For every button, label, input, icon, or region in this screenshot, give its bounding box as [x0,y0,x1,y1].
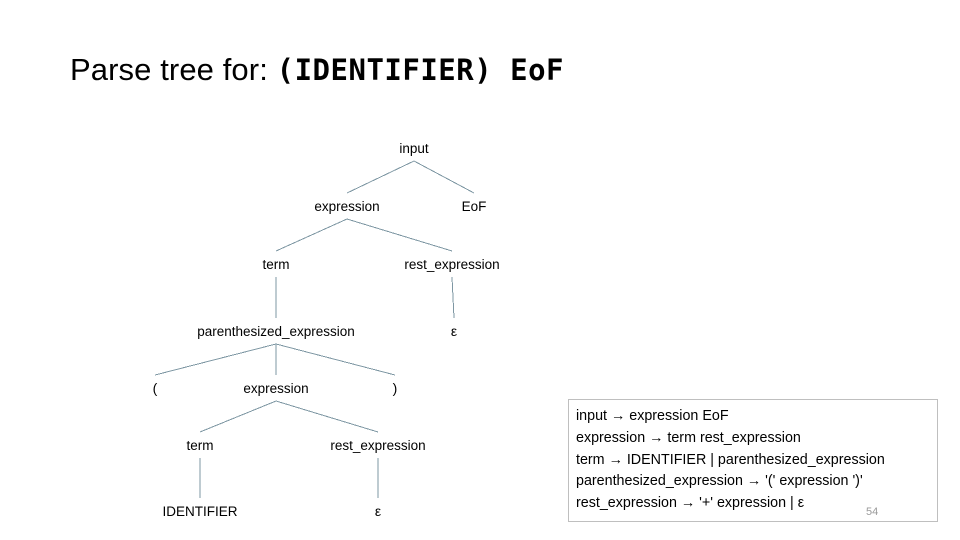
tree-node-term1: term [262,257,290,272]
tree-node-input: input [399,141,429,156]
grammar-rules-box: input → expression EoF expression → term … [568,399,938,522]
tree-node-eps1: ε [450,323,458,339]
grammar-rule-4: parenthesized_expression → '(' expressio… [576,473,863,490]
tree-edge-paren-to-lparen [154,343,277,376]
tree-edge-expression2-to-rest2 [275,400,379,433]
grammar-rule-2: expression → term rest_expression [576,429,801,446]
tree-node-eof: EoF [461,199,487,214]
grammar-rule-5: rest_expression → '+' expression | ε [576,495,805,512]
tree-node-identifier: IDENTIFIER [162,504,238,519]
page-title: Parse tree for: (IDENTIFIER) EoF [70,52,564,88]
tree-node-rest1: rest_expression [404,257,500,272]
tree-edge-paren-to-rparen [275,343,396,376]
tree-edge-rest1-to-eps1 [451,276,455,319]
tree-node-lparen: ( [152,380,158,396]
tree-node-paren: parenthesized_expression [197,324,355,339]
tree-edge-expression2-to-term2 [199,400,277,433]
title-plain-text: Parse tree for: [70,52,277,87]
tree-node-rparen: ) [392,380,398,396]
grammar-rule-3: term → IDENTIFIER | parenthesized_expres… [576,451,885,468]
page-number: 54 [866,506,879,518]
tree-node-expression1: expression [314,199,380,214]
tree-node-rest2: rest_expression [330,438,426,453]
tree-node-term2: term [186,438,214,453]
tree-edge-expression1-to-term1 [275,218,348,252]
tree-node-expression2: expression [243,381,309,396]
grammar-rule-1: input → expression EoF [576,408,729,424]
tree-edge-input-to-expression1 [346,160,415,194]
tree-edge-input-to-eof [413,160,475,194]
title-code-text: (IDENTIFIER) EoF [276,53,564,87]
tree-edge-expression1-to-rest1 [346,218,453,252]
tree-node-eps2: ε [374,503,382,519]
